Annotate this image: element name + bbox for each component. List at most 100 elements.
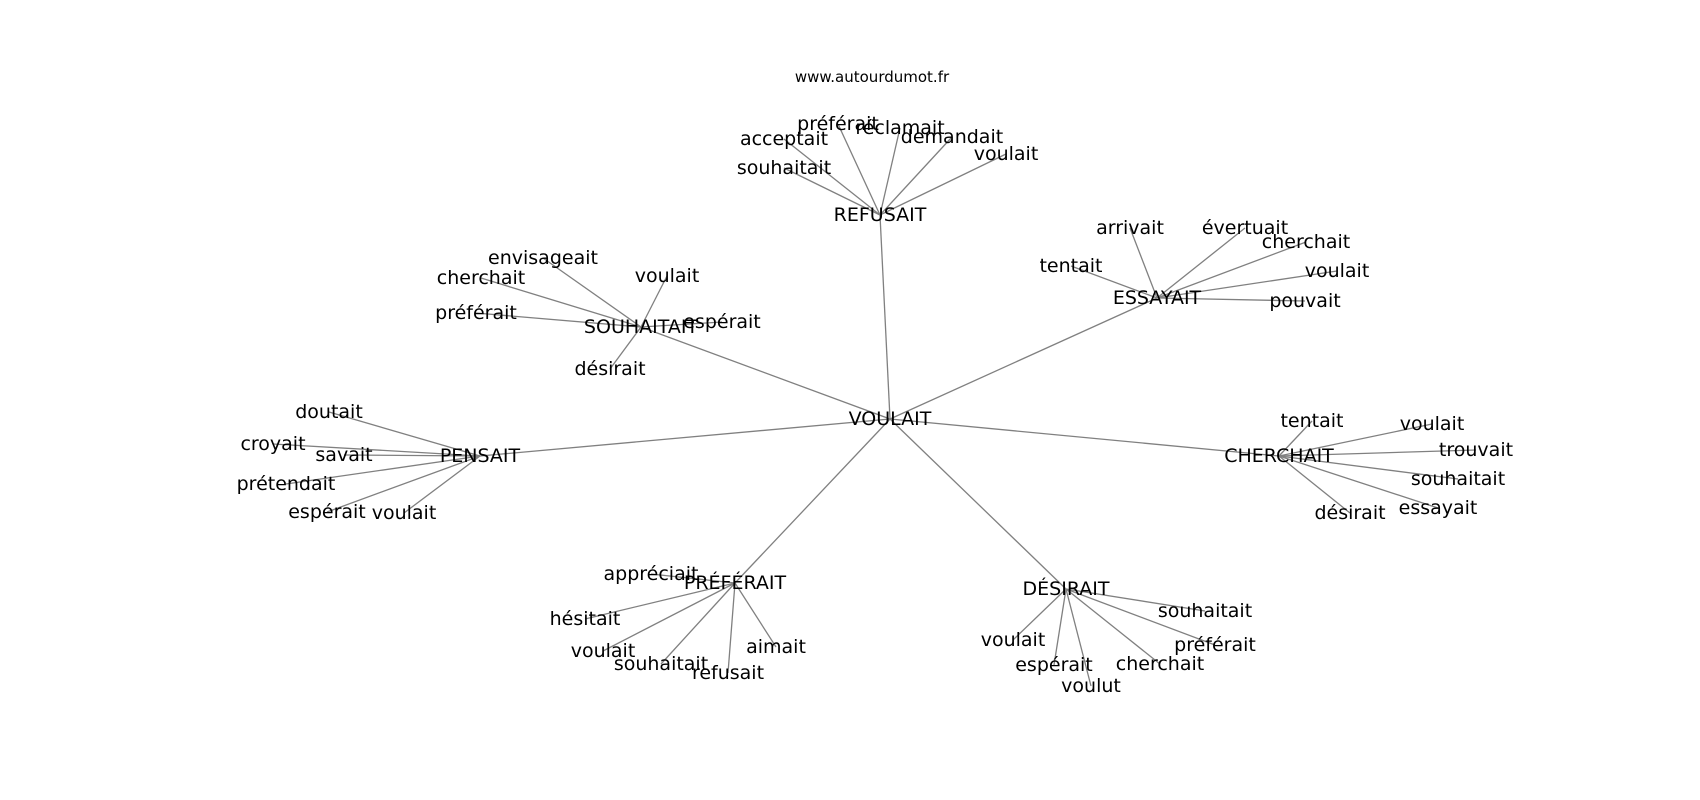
edge-preferait-2 <box>602 582 736 652</box>
hub-node-preferait: PRÉFÉRAIT <box>684 571 787 594</box>
leaf-node-preferait-2: voulait <box>571 640 636 662</box>
leaf-node-preferait-3: souhaitait <box>614 653 708 675</box>
leaf-node-pensait-4: espérait <box>288 501 366 523</box>
edge-refusait-3 <box>879 127 901 216</box>
edge-refusait-2 <box>837 123 881 216</box>
leaf-node-preferait-0: appréciait <box>604 563 699 585</box>
leaf-node-desirait-0: souhaitait <box>1158 600 1252 622</box>
edge-cherchait-0 <box>1278 420 1313 457</box>
leaf-node-essayait-0: tentait <box>1039 255 1102 277</box>
leaf-node-refusait-1: acceptait <box>740 128 828 150</box>
leaf-node-refusait-5: voulait <box>974 143 1039 165</box>
leaf-node-pensait-1: croyait <box>240 433 305 455</box>
root-node-label: VOULAIT <box>849 408 932 430</box>
leaf-node-essayait-2: évertuait <box>1202 217 1288 239</box>
leaf-node-souhaitait-3: préférait <box>435 302 517 324</box>
edge-desirait-3 <box>1053 588 1067 666</box>
edge-souhaitait-3 <box>475 312 642 328</box>
leaf-node-desirait-5: cherchait <box>1116 653 1204 675</box>
leaf-node-preferait-1: hésitait <box>550 608 621 630</box>
edge-preferait-3 <box>660 582 736 665</box>
leaf-node-refusait-0: souhaitait <box>737 157 831 179</box>
edge-pensait-3 <box>285 455 481 485</box>
leaf-node-souhaitait-4: espérait <box>683 311 761 333</box>
edge-root-essayait <box>889 297 1158 420</box>
edge-preferait-0 <box>650 573 736 584</box>
edge-cherchait-5 <box>1278 455 1439 509</box>
edge-essayait-3 <box>1156 241 1307 299</box>
edge-root-cherchait <box>889 418 1280 457</box>
leaf-node-cherchait-3: souhaitait <box>1411 468 1505 490</box>
hub-node-cherchait: CHERCHAIT <box>1224 445 1334 467</box>
leaf-node-essayait-4: voulait <box>1305 260 1370 282</box>
edge-souhaitait-1 <box>480 277 642 328</box>
edge-souhaitait-5 <box>609 326 642 370</box>
leaf-node-cherchait-2: trouvait <box>1439 439 1513 461</box>
leaf-node-pensait-2: savait <box>315 444 372 466</box>
edge-essayait-1 <box>1129 227 1158 299</box>
edge-refusait-1 <box>783 138 881 216</box>
leaf-node-refusait-3: réclamait <box>855 117 944 139</box>
leaf-node-essayait-5: pouvait <box>1269 290 1340 312</box>
edge-refusait-4 <box>879 136 953 216</box>
edge-desirait-0 <box>1065 588 1206 612</box>
edge-pensait-4 <box>326 455 481 513</box>
edge-preferait-1 <box>584 582 736 620</box>
edge-souhaitait-0 <box>542 257 642 328</box>
edge-desirait-1 <box>1065 588 1216 646</box>
hub-node-refusait: REFUSAIT <box>834 204 927 226</box>
edge-pensait-5 <box>403 455 481 514</box>
edge-cherchait-4 <box>1278 455 1351 514</box>
edge-root-preferait <box>734 418 891 584</box>
edge-pensait-2 <box>343 454 481 457</box>
hub-node-souhaitait: SOUHAITAIT <box>584 316 699 338</box>
leaf-node-preferait-5: aimait <box>746 636 806 658</box>
edge-essayait-4 <box>1156 270 1338 299</box>
edge-desirait-2 <box>1012 588 1067 641</box>
hub-node-essayait: ESSAYAIT <box>1113 287 1202 309</box>
leaf-node-essayait-1: arrivait <box>1096 217 1164 239</box>
edge-desirait-5 <box>1065 588 1161 665</box>
edge-pensait-0 <box>328 411 481 457</box>
leaf-node-pensait-5: voulait <box>372 502 437 524</box>
edge-root-souhaitait <box>640 326 891 420</box>
leaf-node-refusait-4: demandait <box>901 126 1003 148</box>
leaf-node-cherchait-0: tentait <box>1280 410 1343 432</box>
leaf-node-cherchait-5: essayait <box>1399 497 1478 519</box>
leaf-node-desirait-4: voulut <box>1061 675 1121 697</box>
hub-node-desirait: DÉSIRAIT <box>1023 577 1110 600</box>
edge-pensait-1 <box>272 443 481 457</box>
edge-desirait-4 <box>1065 588 1092 687</box>
edge-preferait-4 <box>727 582 736 674</box>
leaf-node-essayait-3: cherchait <box>1262 231 1350 253</box>
leaf-node-preferait-4: refusait <box>692 662 764 684</box>
leaf-node-souhaitait-0: envisageait <box>488 247 598 269</box>
leaf-node-desirait-1: préférait <box>1174 634 1256 656</box>
graph-edges <box>272 123 1477 687</box>
edge-refusait-0 <box>783 167 881 216</box>
edge-essayait-0 <box>1070 265 1158 299</box>
leaf-node-refusait-2: préférait <box>797 113 879 135</box>
leaf-node-souhaitait-5: désirait <box>574 358 645 380</box>
edge-souhaitait-2 <box>640 275 668 328</box>
edge-preferait-5 <box>734 582 777 648</box>
edge-refusait-5 <box>879 153 1007 216</box>
leaf-node-souhaitait-2: voulait <box>635 265 700 287</box>
edge-essayait-2 <box>1156 227 1246 299</box>
edge-root-refusait <box>879 214 891 420</box>
leaf-node-cherchait-4: désirait <box>1314 502 1385 524</box>
edge-root-desirait <box>889 418 1067 590</box>
edge-cherchait-1 <box>1278 423 1433 457</box>
leaf-node-desirait-2: voulait <box>981 629 1046 651</box>
leaf-node-cherchait-1: voulait <box>1400 413 1465 435</box>
leaf-node-pensait-3: prétendait <box>237 473 336 495</box>
leaf-node-pensait-0: doutait <box>295 401 363 423</box>
edge-essayait-5 <box>1156 297 1306 302</box>
edge-cherchait-3 <box>1278 455 1459 480</box>
edge-root-pensait <box>479 418 891 457</box>
edge-cherchait-2 <box>1278 449 1477 457</box>
edge-souhaitait-4 <box>640 321 723 328</box>
leaf-node-souhaitait-1: cherchait <box>437 267 525 289</box>
graph-labels: www.autourdumot.fr VOULAITREFUSAITsouhai… <box>237 68 1513 697</box>
